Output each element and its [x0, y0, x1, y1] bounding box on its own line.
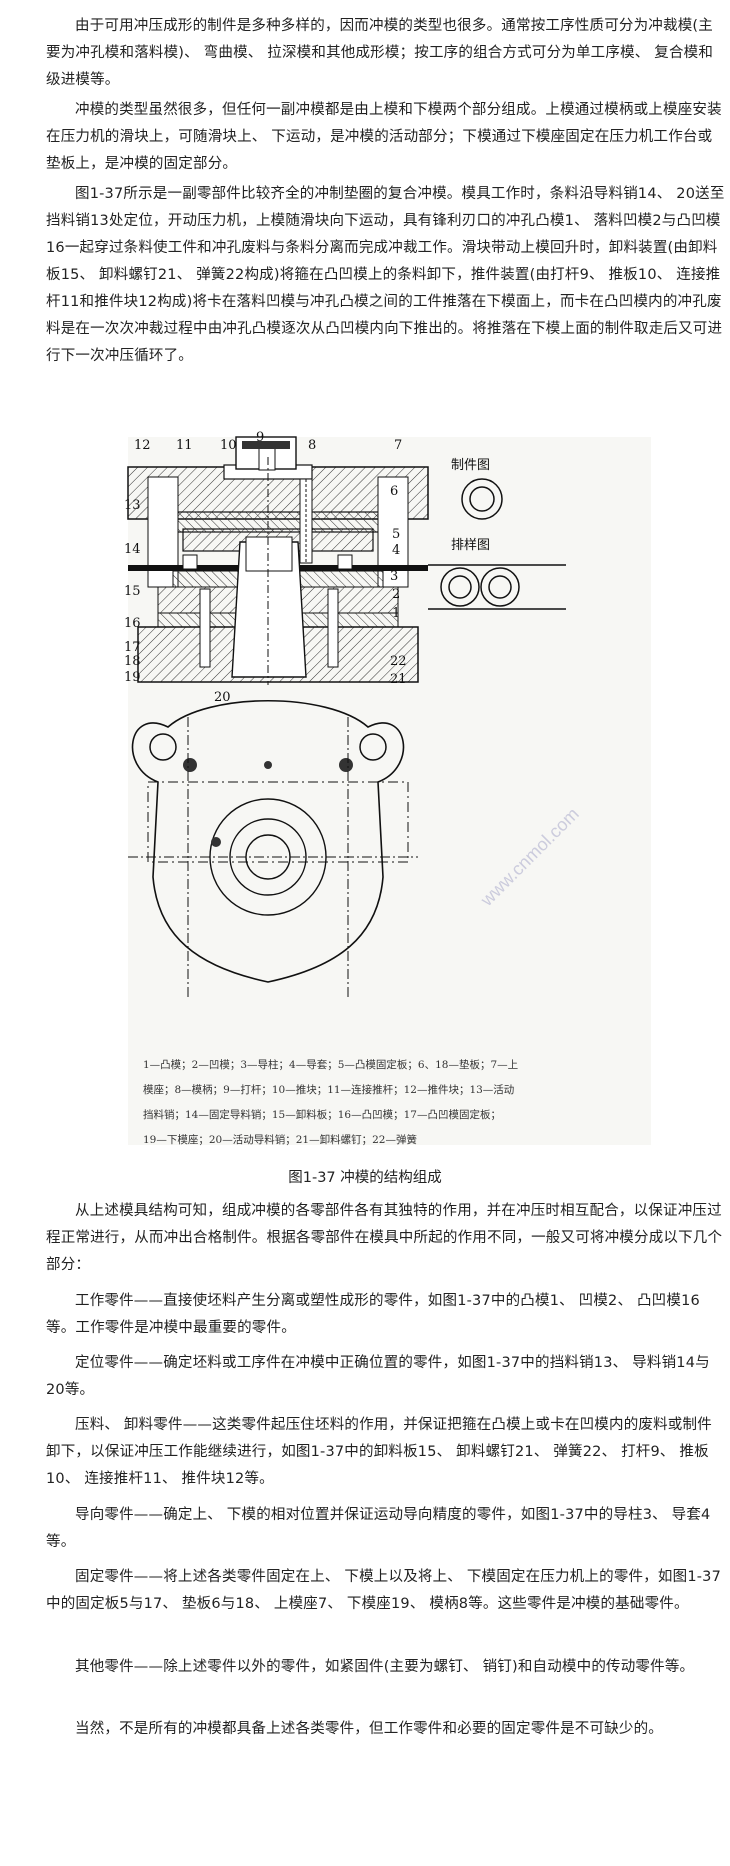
svg-text:9: 9: [256, 430, 264, 445]
svg-text:7: 7: [394, 438, 402, 453]
strip-layout: 排样图: [428, 538, 566, 610]
svg-text:21: 21: [390, 672, 407, 687]
svg-text:14: 14: [124, 542, 141, 557]
paragraph-figure-description: 图1-37所示是一副零部件比较齐全的冲制垫圈的复合冲模。模具工作时，条料沿导料销…: [46, 186, 725, 364]
paragraph-working-parts: 工作零件——直接使坯料产生分离或塑性成形的零件，如图1-37中的凸模1、 凹模2…: [46, 1293, 700, 1336]
legend-line: 19—下模座；20—活动导料销；21—卸料螺钉；22—弹簧: [143, 1134, 417, 1146]
svg-text:16: 16: [124, 616, 141, 631]
svg-text:5: 5: [392, 527, 400, 542]
svg-text:1: 1: [392, 606, 400, 621]
paragraph-upper-lower-die: 冲模的类型虽然很多，但任何一副冲模都是由上模和下模两个部分组成。上模通过模柄或上…: [46, 102, 722, 172]
die-structure-figure: 12 11 10 9 8 7 6 5 4 3 2 1 13 14 15 16 1…: [124, 430, 651, 1145]
paragraph-components: 从上述模具结构可知，组成冲模的各零部件各有其独特的作用，并在冲压时相互配合，以保…: [46, 1203, 723, 1273]
die-section-view: [127, 436, 429, 685]
legend-line: 模座；8—模柄；9—打杆；10—推块；11—连接推杆；12—推件块；13—活动: [143, 1084, 515, 1096]
svg-text:3: 3: [390, 569, 398, 584]
part-drawing-title: 制件图: [451, 458, 490, 473]
paragraph-fixing-parts: 固定零件——将上述各类零件固定在上、 下模上以及将上、 下模固定在压力机上的零件…: [46, 1569, 722, 1612]
svg-text:6: 6: [390, 484, 398, 499]
svg-text:22: 22: [390, 654, 407, 669]
die-plan-view: [128, 699, 418, 997]
svg-text:17: 17: [124, 640, 141, 655]
svg-text:12: 12: [134, 438, 151, 453]
die-drawing: 12 11 10 9 8 7 6 5 4 3 2 1 13 14 15 16 1…: [124, 430, 651, 1145]
svg-text:20: 20: [214, 690, 231, 705]
paragraph-guide-parts: 导向零件——确定上、 下模的相对位置并保证运动导向精度的零件，如图1-37中的导…: [46, 1507, 711, 1550]
legend-line: 1—凸模；2—凹模；3—导柱；4—导套；5—凸模固定板；6、18—垫板；7—上: [143, 1059, 519, 1071]
paragraph-stripper-parts: 压料、 卸料零件——这类零件起压住坯料的作用，并保证把箍在凸模上或卡在凹模内的废…: [46, 1417, 712, 1487]
svg-text:8: 8: [308, 438, 316, 453]
figure-legend: 1—凸模；2—凹模；3—导柱；4—导套；5—凸模固定板；6、18—垫板；7—上 …: [143, 1053, 643, 1153]
svg-text:11: 11: [176, 438, 193, 453]
svg-text:10: 10: [220, 438, 237, 453]
paragraph-conclusion: 当然，不是所有的冲模都具备上述各类零件，但工作零件和必要的固定零件是不可缺少的。: [75, 1721, 663, 1737]
part-drawing: 制件图: [451, 458, 503, 520]
svg-text:19: 19: [124, 670, 141, 685]
svg-text:2: 2: [392, 587, 400, 602]
svg-text:13: 13: [124, 498, 141, 513]
paragraph-intro: 由于可用冲压成形的制件是多种多样的，因而冲模的类型也很多。通常按工序性质可分为冲…: [46, 18, 714, 88]
paragraph-locating-parts: 定位零件——确定坯料或工序件在冲模中正确位置的零件，如图1-37中的挡料销13、…: [46, 1355, 710, 1398]
figure-caption: 图1-37 冲模的结构组成: [288, 1170, 442, 1186]
part-number-callouts: 12 11 10 9 8 7 6 5 4 3 2 1 13 14 15 16 1…: [124, 430, 407, 705]
svg-text:15: 15: [124, 584, 141, 599]
legend-line: 挡料销；14—固定导料销；15—卸料板；16—凸凹模；17—凸凹模固定板；: [143, 1109, 501, 1121]
svg-text:排样图: 排样图: [451, 538, 490, 553]
svg-text:18: 18: [124, 654, 141, 669]
svg-text:4: 4: [392, 543, 400, 558]
paragraph-other-parts: 其他零件——除上述零件以外的零件，如紧固件(主要为螺钉、 销钉)和自动模中的传动…: [75, 1659, 695, 1675]
